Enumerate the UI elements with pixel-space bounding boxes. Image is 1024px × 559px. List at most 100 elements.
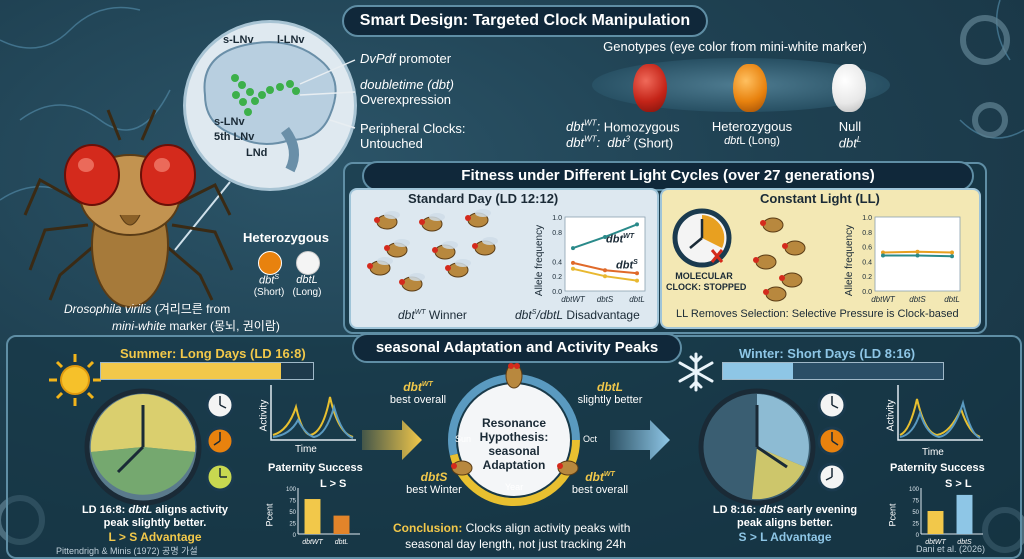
constant-footer: LL Removes Selection: Selective Pressure… [676,308,959,320]
y-tick-label: 0.4 [552,259,562,266]
y-tick-label: 75 [912,499,919,505]
winter-caption-line1: LD 8:16: dbtS early evening [712,504,858,516]
y-tick-label: 0.4 [862,259,872,266]
winter-daylength-fill [723,363,794,379]
het-dbts-sub: (Short) [253,287,285,298]
y-tick-label: 1.0 [862,215,872,222]
hyp-line1: Resonance [481,416,547,430]
standard-day-title: Standard Day (LD 12:12) [408,191,559,206]
bar [333,515,350,534]
summer-caption-line2: peak slightly better. [103,517,207,529]
y-tick-label: 100 [286,487,297,493]
data-point [915,249,920,254]
callout-overexpression: Overexpression [360,92,452,107]
het-dot-orange [258,251,282,275]
data-point [571,246,575,251]
center-wt-bottom-sub: best overall [571,484,629,496]
winter-advantage: S > L Advantage [738,530,832,544]
winter-mini-clocks [817,390,847,492]
credit-right: Dani et al. (2026) [916,544,986,554]
bar [304,499,321,534]
winter-activity-chart [897,385,983,441]
standard-winner: dbtWT Winner [398,308,467,322]
plot-area [564,216,646,292]
winter-caption-line2: peak aligns better. [737,517,833,529]
winter-clock [698,388,816,506]
y-tick-label: 0 [916,533,920,539]
cycle-sun-label: Sun [455,434,472,444]
data-point [635,271,639,276]
summer-bar-annotation: L > S [320,478,347,490]
summer-mini-clocks [205,390,235,492]
y-tick-label: 100 [909,487,920,493]
summer-paternity-title: Paternity Success [268,462,363,474]
callout-overexpression-italic: doubletime (dbt) [360,77,454,92]
genotype-heterozygous: Heterozygous [711,119,793,134]
x-tick-label: dbtL [944,295,960,304]
data-point [881,253,885,258]
callout-peripheral-line2: Untouched [360,136,423,151]
y-tick-label: 25 [912,522,919,528]
data-point [950,250,954,255]
het-dbtl: dbtL [296,274,318,286]
callout-promoter: DvPdf promoter [360,51,452,66]
winter-daylength-bar [722,362,944,380]
summer-caption-line1: LD 16:8: dbtL aligns activity [81,504,229,516]
cycle-oct-label: Oct [583,434,598,444]
genotype-wt-homozygous: dbtWT: Homozygous [566,119,680,135]
constant-light-title: Constant Light (LL) [760,191,880,206]
conclusion-line1: Conclusion: Clocks align activity peaks … [393,521,631,535]
y-tick-label: 0 [293,533,297,539]
x-tick-label: dbtWT [302,539,323,546]
genotype-wt-short: dbtWT: dbt3 (Short) [566,135,674,151]
winter-paternity-title: Paternity Success [890,462,985,474]
credit-left: Pittendrigh & Minis (1972) 공명 가설 [56,546,198,556]
y-tick-label: 0.0 [862,289,872,296]
label-fifth-lnv: 5th LNv [214,131,255,143]
genotypes-header: Genotypes (eye color from mini-white mar… [603,39,867,54]
data-point [603,268,607,273]
y-tick-label: 1.0 [552,215,562,222]
x-tick-label: dbtS [957,539,972,546]
summer-advantage: L > S Advantage [108,530,202,544]
winter-title: Winter: Short Days (LD 8:16) [739,346,916,361]
summer-activity-chart [270,385,356,441]
x-tick-label: dbtWT [871,295,896,304]
het-dbts: dbtS [259,274,279,287]
sun-icon [49,354,101,406]
egg-orange [733,64,767,112]
callout-peripheral-line1: Peripheral Clocks: [360,121,466,136]
data-point [635,278,639,283]
data-point [915,253,920,258]
winter-bar-annotation: S > L [945,478,972,490]
y-tick-label: 0.0 [552,289,562,296]
x-tick-label: dbtL [335,539,349,546]
y-tick-label: 0.2 [552,274,562,281]
label-slnv-mid: s-LNv [214,116,245,128]
hyp-line2: Hypothesis: [479,430,549,444]
hyp-line4: Adaptation [482,458,546,472]
summer-daylength-fill [101,363,282,379]
label-llnv: l-LNv [277,34,305,46]
x-tick-label: dbtL [629,295,645,304]
data-point [571,266,575,271]
clock-stopped-label: CLOCK: STOPPED [666,282,747,292]
molecular-label: MOLECULAR [675,271,733,281]
center-s-bottom-sub: best Winter [406,484,462,496]
standard-line-label-wt: dbtWT [606,233,634,246]
y-tick-label: 50 [289,510,296,516]
seasonal-title: seasonal Adaptation and Activity Peaks [352,333,682,363]
label-slnv-top: s-LNv [223,34,254,46]
center-wt-bottom: dbtWT [585,470,615,484]
cycle-year-label: Year [505,482,524,492]
conclusion-line2: seasonal day length, not just tracking 2… [405,537,626,551]
winter-time-label: Time [922,447,944,458]
het-dbtl-sub: (Long) [292,287,322,298]
snowflake-icon [678,352,714,392]
